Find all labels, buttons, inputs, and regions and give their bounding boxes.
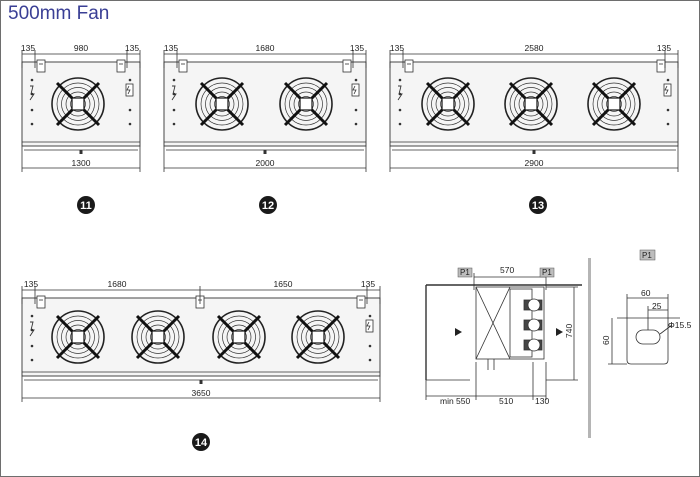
dim-right-13: 135 [657, 43, 671, 53]
unit-11: 11 [21, 50, 141, 214]
model-badge-12: 12 [259, 196, 277, 214]
side-right-dim: 130 [535, 396, 549, 406]
side-mid-dim: 510 [499, 396, 513, 406]
dim-right-11: 135 [125, 43, 139, 53]
model-number: 11 [80, 200, 92, 212]
dim-right-12: 135 [350, 43, 364, 53]
dim-total-13: 2900 [525, 158, 544, 168]
model-badge-13: 13 [529, 196, 547, 214]
dim-total-11: 1300 [72, 158, 91, 168]
unit-13: 13 [389, 50, 679, 214]
model-badge-11: 11 [77, 196, 95, 214]
dim-center-13: 2580 [525, 43, 544, 53]
model-number: 12 [262, 200, 274, 212]
model-badge-14: 14 [192, 433, 210, 451]
dim-center-12: 1680 [256, 43, 275, 53]
p1-marker-right: P1 [542, 268, 552, 277]
detail-offset: 25 [652, 301, 662, 311]
detail-width: 60 [641, 288, 651, 298]
detail-hole: Φ15.5 [668, 320, 692, 330]
dim-left-13: 135 [390, 43, 404, 53]
unit-14: 14 [21, 286, 381, 451]
side-top-dim: 570 [500, 265, 514, 275]
dim-total-14: 3650 [192, 388, 211, 398]
p1-detail: P1 60 25 60 Φ15.5 [601, 249, 692, 365]
dim-right-14: 135 [361, 279, 375, 289]
side-height-dim: 740 [564, 324, 574, 338]
unit-12: 12 [163, 50, 367, 214]
p1-marker-left: P1 [460, 268, 470, 277]
side-view-labels: P1 P1 570 740 min 550 510 130 [440, 265, 574, 406]
dim-left-12: 135 [164, 43, 178, 53]
dim-left-11: 135 [21, 43, 35, 53]
dim-center_a-14: 1680 [108, 279, 127, 289]
model-number: 13 [532, 200, 544, 212]
detail-label: P1 [642, 251, 652, 260]
dim-left-14: 135 [24, 279, 38, 289]
detail-height: 60 [601, 335, 611, 345]
side-min-dim: min 550 [440, 396, 471, 406]
page-title: 500mm Fan [8, 3, 110, 24]
unit-drawings: 11 135 980 135 1300 12 135 1680 135 2000 13 135 2580… [21, 43, 679, 451]
model-number: 14 [195, 437, 208, 449]
divider [588, 258, 591, 438]
dim-center-11: 980 [74, 43, 88, 53]
dim-center_b-14: 1650 [274, 279, 293, 289]
dim-total-12: 2000 [256, 158, 275, 168]
side-view [425, 273, 582, 400]
